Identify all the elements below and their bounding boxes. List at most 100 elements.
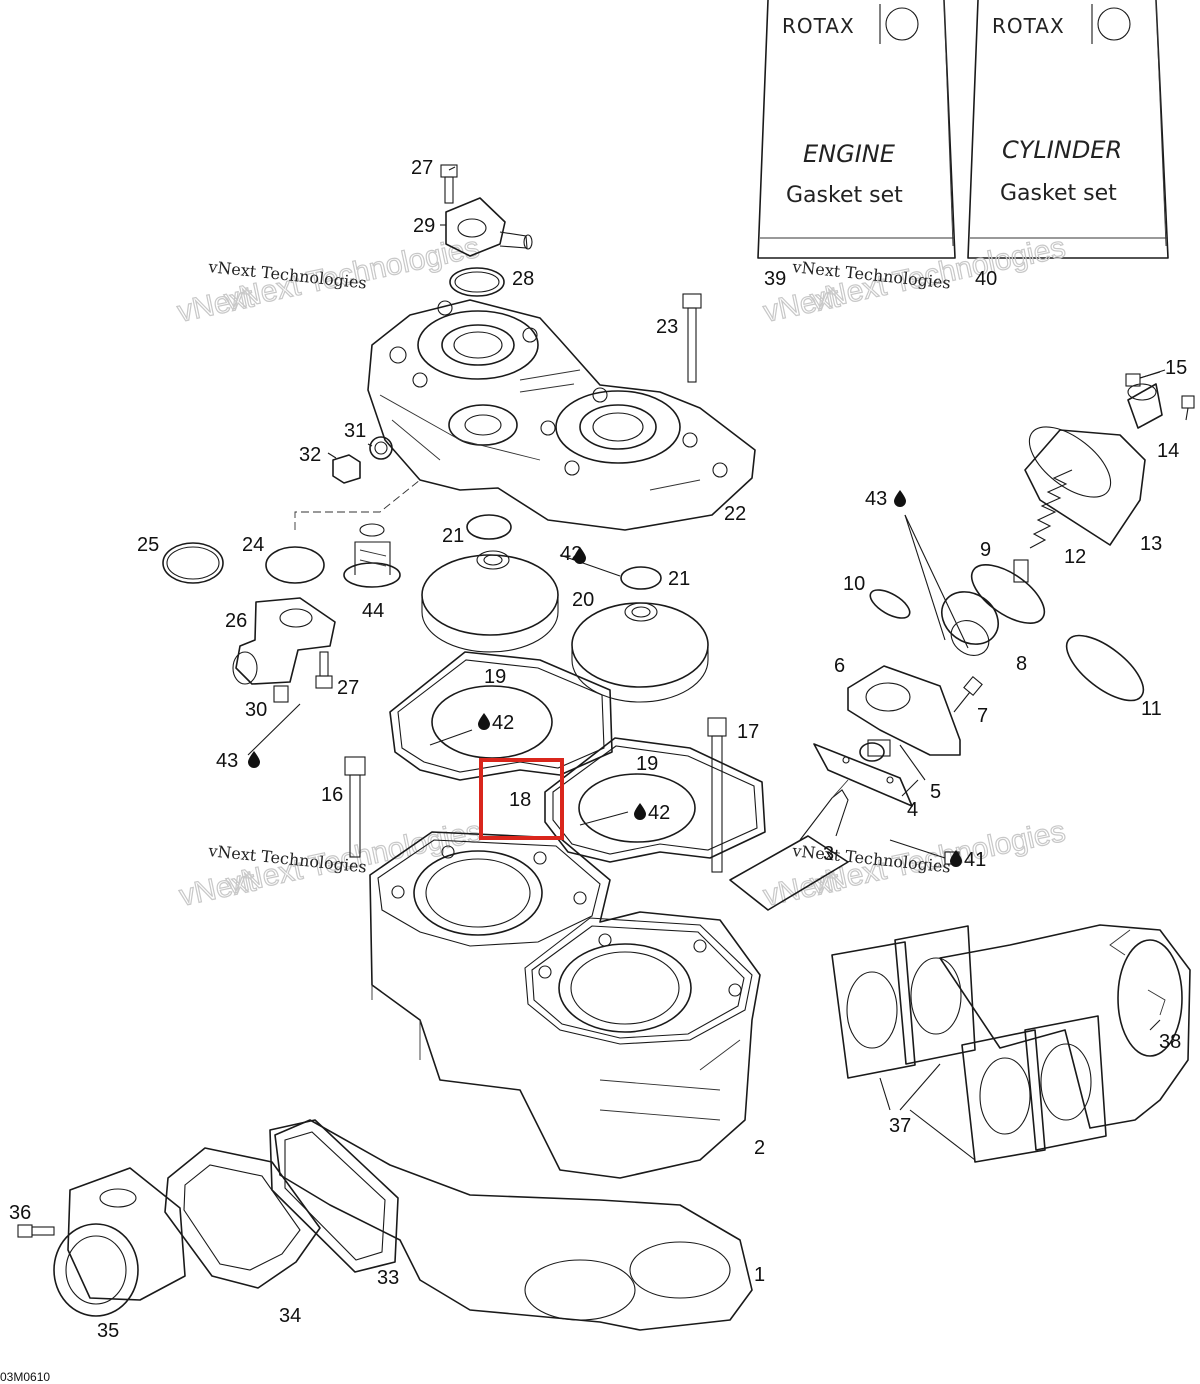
callout-7: 7 — [977, 705, 988, 727]
callout-labels: 1 2 3 4 5 6 7 8 9 10 11 12 13 14 15 16 1… — [9, 157, 1187, 1342]
callout-21b: 21 — [668, 568, 690, 590]
part-1-base-gasket — [274, 1119, 753, 1331]
callout-36: 36 — [9, 1202, 31, 1224]
part-27-screw-small — [315, 651, 333, 689]
oil-drop-icon — [574, 547, 586, 564]
gasket-bag-engine: ROTAX ENGINE Gasket set — [757, 0, 956, 259]
callout-40: 40 — [975, 268, 997, 290]
callout-32: 32 — [299, 444, 321, 466]
callout-18: 18 — [509, 789, 531, 811]
callout-24: 24 — [242, 534, 264, 556]
part-26-water-fitting — [232, 597, 336, 685]
part-20-cover-a — [421, 550, 559, 653]
callout-3: 3 — [823, 843, 834, 865]
brp-logo-icon — [1097, 7, 1131, 41]
bag-title: ENGINE — [803, 140, 896, 168]
callout-8: 8 — [1016, 653, 1027, 675]
part-10-o-ring — [869, 589, 911, 619]
part-33-reed-block — [269, 1119, 399, 1273]
brp-logo-icon — [885, 7, 919, 41]
callout-19b: 19 — [636, 753, 658, 775]
callout-17: 17 — [737, 721, 759, 743]
callout-11: 11 — [1141, 698, 1162, 720]
gasket-bag-cylinder: ROTAX CYLINDER Gasket set — [967, 0, 1169, 259]
part-36-screw — [17, 1224, 55, 1238]
callout-20: 20 — [572, 589, 594, 611]
part-16-stud — [344, 756, 366, 858]
part-38-exhaust-manifold — [939, 924, 1191, 1129]
part-12-spring — [1029, 469, 1073, 549]
callout-14: 14 — [1157, 440, 1179, 462]
part-7-screw — [953, 676, 983, 713]
callout-5: 5 — [930, 781, 941, 803]
bag-brand: ROTAX — [782, 14, 855, 38]
callout-13: 13 — [1140, 533, 1162, 555]
watermark-top-right: vNext vNext Technologies vNext Technolog… — [760, 230, 1069, 329]
callout-44: 44 — [362, 600, 384, 622]
bag-subtitle: Gasket set — [786, 183, 903, 208]
part-31-washer — [369, 436, 393, 460]
callout-43a: 43 — [865, 488, 887, 510]
callout-41: 41 — [964, 849, 986, 871]
oil-drop-icon — [894, 490, 906, 507]
part-20-cover-b — [571, 602, 709, 703]
callout-10: 10 — [843, 573, 865, 595]
callout-22: 22 — [724, 503, 746, 525]
callout-23: 23 — [656, 316, 678, 338]
callout-42c: 42 — [648, 802, 670, 824]
callout-27a: 27 — [411, 157, 433, 179]
part-29-water-outlet — [445, 197, 533, 257]
part-34-reed-valve — [164, 1147, 321, 1289]
leader-lines — [247, 166, 1166, 1161]
part-30-set-screw — [273, 685, 289, 703]
part-4-gasket — [813, 743, 913, 807]
callout-31: 31 — [344, 420, 366, 442]
callout-4: 4 — [907, 799, 918, 821]
part-5-bushing — [859, 739, 891, 762]
callout-29: 29 — [413, 215, 435, 237]
callout-6: 6 — [834, 655, 845, 677]
part-21-o-ring-a — [466, 514, 512, 540]
oil-drop-icon — [950, 850, 962, 867]
callout-37: 37 — [889, 1115, 911, 1137]
diagram-code: 03M0610 — [0, 1370, 50, 1384]
callout-2: 2 — [754, 1137, 765, 1159]
part-17-stud — [707, 717, 727, 873]
part-37-exhaust-gaskets — [831, 925, 1107, 1163]
callout-16: 16 — [321, 784, 343, 806]
callout-27b: 27 — [337, 677, 359, 699]
callout-25: 25 — [137, 534, 159, 556]
callout-33: 33 — [377, 1267, 399, 1289]
bag-subtitle: Gasket set — [1000, 181, 1117, 206]
part-11-o-ring — [1065, 634, 1145, 702]
part-6-valve-housing — [847, 665, 961, 756]
part-27-bolt-top — [440, 164, 458, 204]
part-44-thermostat — [343, 523, 401, 588]
part-23-bolt — [682, 293, 702, 383]
callout-38: 38 — [1159, 1031, 1181, 1053]
callout-28: 28 — [512, 268, 534, 290]
callout-12: 12 — [1064, 546, 1086, 568]
watermark-mid-left: vNext vNext Technologies vNext Technolog… — [176, 814, 485, 913]
part-9-diaphragm-plate — [970, 559, 1046, 624]
part-24-gasket — [265, 546, 325, 584]
callout-34: 34 — [279, 1305, 301, 1327]
callout-42b: 42 — [492, 712, 514, 734]
part-2-cylinder — [369, 831, 761, 1179]
callout-26: 26 — [225, 610, 247, 632]
part-25-o-ring — [162, 542, 224, 584]
part-21-o-ring-b — [620, 566, 662, 590]
lubricant-drop-icons — [248, 490, 962, 867]
part-35-carb-adaptor — [53, 1167, 186, 1317]
part-32-plug — [332, 454, 361, 484]
callout-19a: 19 — [484, 666, 506, 688]
part-22-cylinder-head — [367, 299, 756, 531]
part-28-o-ring — [449, 267, 505, 297]
watermark-mid-right: vNext vNext Technologies vNext Technolog… — [760, 814, 1069, 913]
callout-21a: 21 — [442, 525, 464, 547]
bag-brand: ROTAX — [992, 14, 1065, 38]
callout-39: 39 — [764, 268, 786, 290]
callout-43b: 43 — [216, 750, 238, 772]
watermark-top-left: vNext vNext Technologies vNext Technolog… — [174, 230, 483, 329]
